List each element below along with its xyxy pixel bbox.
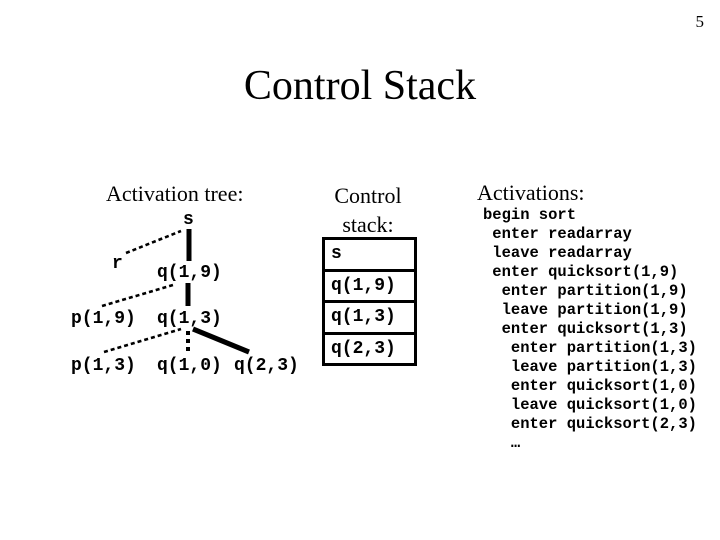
- activation-line: leave quicksort(1,0): [483, 396, 697, 414]
- activation-line: enter quicksort(2,3): [483, 415, 697, 433]
- control-stack-heading: Control stack:: [318, 181, 418, 239]
- page-number: 5: [695, 12, 705, 31]
- tree-node-p19: p(1,9): [71, 309, 136, 329]
- tree-node-q10: q(1,0): [157, 356, 222, 376]
- control-stack-heading-line2: stack:: [342, 212, 394, 237]
- activation-line: enter quicksort(1,0): [483, 377, 697, 395]
- activation-line: leave readarray: [483, 244, 632, 262]
- tree-node-q23: q(2,3): [234, 356, 299, 376]
- stack-frame: q(1,3): [325, 303, 414, 335]
- activation-line: enter readarray: [483, 225, 632, 243]
- activation-line: enter partition(1,9): [483, 282, 688, 300]
- activations-list: begin sort enter readarray leave readarr…: [483, 206, 697, 453]
- slide-title: Control Stack: [243, 63, 477, 109]
- activation-line: leave partition(1,9): [483, 301, 688, 319]
- activation-line: leave partition(1,3): [483, 358, 697, 376]
- edge-s-r: [125, 229, 182, 255]
- stack-frame: q(1,9): [325, 272, 414, 303]
- activation-line: enter quicksort(1,9): [483, 263, 679, 281]
- stack-frame: s: [325, 240, 414, 272]
- activation-line: …: [483, 434, 521, 452]
- tree-node-r: r: [112, 254, 123, 274]
- activation-line: begin sort: [483, 206, 577, 224]
- activation-line: enter quicksort(1,3): [483, 320, 688, 338]
- activation-tree-heading: Activation tree:: [106, 181, 244, 206]
- activations-heading: Activations:: [477, 180, 585, 205]
- stack-frame: q(2,3): [331, 338, 396, 359]
- tree-node-p13: p(1,3): [71, 356, 136, 376]
- tree-node-q19: q(1,9): [157, 263, 222, 283]
- control-stack-table: s q(1,9) q(1,3) q(2,3): [322, 237, 417, 366]
- edge-q13-q23: [192, 326, 250, 355]
- tree-node-q13: q(1,3): [157, 309, 222, 329]
- edge-q19-p19: [101, 283, 174, 308]
- edge-q13-p13: [103, 327, 182, 354]
- activation-line: enter partition(1,3): [483, 339, 697, 357]
- control-stack-heading-line1: Control: [334, 183, 402, 208]
- tree-node-s: s: [183, 210, 194, 230]
